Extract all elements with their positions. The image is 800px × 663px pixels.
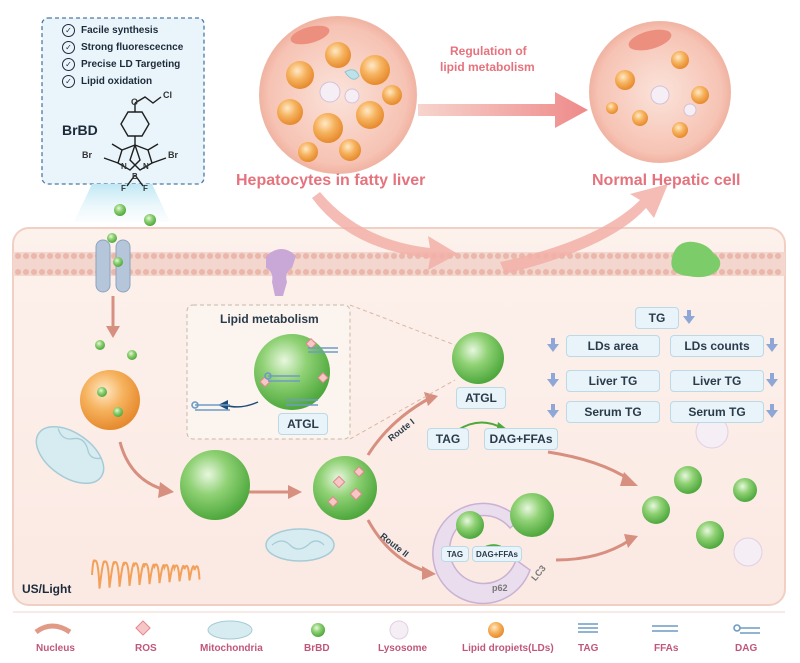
feature-item: ✓Precise LD Targeting	[62, 56, 183, 73]
lyso-dag-ffas: DAG+FFAs	[472, 546, 522, 562]
atom-br-left: Br	[82, 150, 93, 160]
membrane-protein	[266, 249, 296, 296]
atom-f-right: F	[143, 184, 148, 193]
down-arrow-icon	[766, 338, 778, 357]
legend-label: ROS	[135, 643, 157, 654]
brbd-particles	[95, 204, 156, 360]
membrane-receptor	[671, 241, 721, 278]
down-arrow-icon	[547, 404, 559, 423]
check-circle-icon: ✓	[62, 58, 75, 71]
fatty-to-cell-arrow	[312, 192, 458, 270]
check-circle-icon: ✓	[62, 75, 75, 88]
route1-tag: TAG	[427, 428, 469, 450]
mitochondria	[35, 425, 335, 562]
feature-item: ✓Strong fluorescecnce	[62, 39, 183, 56]
regulation-label-1: Regulation of	[450, 44, 527, 58]
fatty-liver-label: Hepatocytes in fatty liver	[236, 172, 426, 189]
atom-n-right: N	[143, 162, 149, 171]
inset-ld	[254, 334, 330, 410]
legend-label: FFAs	[654, 643, 679, 654]
indicator-left-2: Serum TG	[566, 401, 660, 423]
inset-atgl: ATGL	[278, 413, 328, 435]
p62-label: p62	[492, 583, 508, 593]
green-ld-ros	[313, 456, 377, 520]
down-arrow-icon	[547, 373, 559, 392]
route1-ld	[452, 332, 504, 384]
atom-cl: Cl	[163, 90, 172, 100]
down-arrow-icon	[766, 404, 778, 423]
normal-hepatic-cell	[589, 21, 731, 163]
probe-card	[41, 17, 205, 185]
legend-label: Mitochondria	[200, 643, 263, 654]
down-arrow-icon	[547, 338, 559, 357]
regulation-label-2: lipid metabolism	[440, 60, 535, 74]
fatty-liver-cell	[259, 16, 417, 174]
indicator-left-0: LDs area	[566, 335, 660, 357]
indicator-right-0: LDs counts	[670, 335, 764, 357]
green-ld-1	[180, 450, 250, 520]
route1-dag-ffas: DAG+FFAs	[484, 428, 558, 450]
final-lds	[642, 466, 757, 549]
probe-beam	[74, 184, 170, 222]
probe-name: BrBD	[62, 122, 98, 138]
down-arrow-icon	[683, 310, 695, 329]
regulation-arrow	[418, 92, 588, 128]
check-circle-icon: ✓	[62, 41, 75, 54]
indicator-right-1: Liver TG	[670, 370, 764, 392]
legend-icons	[34, 620, 760, 640]
cell-to-normal-arrow	[500, 184, 668, 274]
stimulus-label: US/Light	[22, 582, 72, 596]
lysosome-bottom	[733, 537, 763, 567]
indicator-tg: TG	[635, 307, 679, 329]
normal-cell-label: Normal Hepatic cell	[592, 172, 741, 189]
indicator-right-2: Serum TG	[670, 401, 764, 423]
atom-b: B	[132, 172, 138, 181]
route1-atgl: ATGL	[456, 387, 506, 409]
check-circle-icon: ✓	[62, 24, 75, 37]
feature-item: ✓Lipid oxidation	[62, 73, 183, 90]
lipid-droplet-probe	[80, 370, 140, 430]
legend-label: TAG	[578, 643, 599, 654]
down-arrow-icon	[766, 373, 778, 392]
legend-label: Nucleus	[36, 643, 75, 654]
legend-label: Lysosome	[378, 643, 428, 654]
lyso-tag: TAG	[441, 546, 469, 562]
legend-label: DAG	[735, 643, 758, 654]
legend-label: Lipid dropiets(LDs)	[462, 643, 554, 654]
atom-br-right: Br	[168, 150, 179, 160]
brbd-structure	[103, 96, 167, 187]
atom-n-left: N	[121, 162, 127, 171]
us-light-wave	[91, 559, 201, 589]
legend-label: BrBD	[304, 643, 330, 654]
inset-title: Lipid metabolism	[220, 312, 319, 326]
feature-item: ✓Facile synthesis	[62, 22, 183, 39]
feature-list: ✓Facile synthesis✓Strong fluorescecnce✓P…	[62, 22, 183, 90]
cell-membrane	[13, 252, 785, 276]
atom-o: O	[131, 97, 139, 107]
atom-f-left: F	[121, 184, 126, 193]
indicator-left-1: Liver TG	[566, 370, 660, 392]
